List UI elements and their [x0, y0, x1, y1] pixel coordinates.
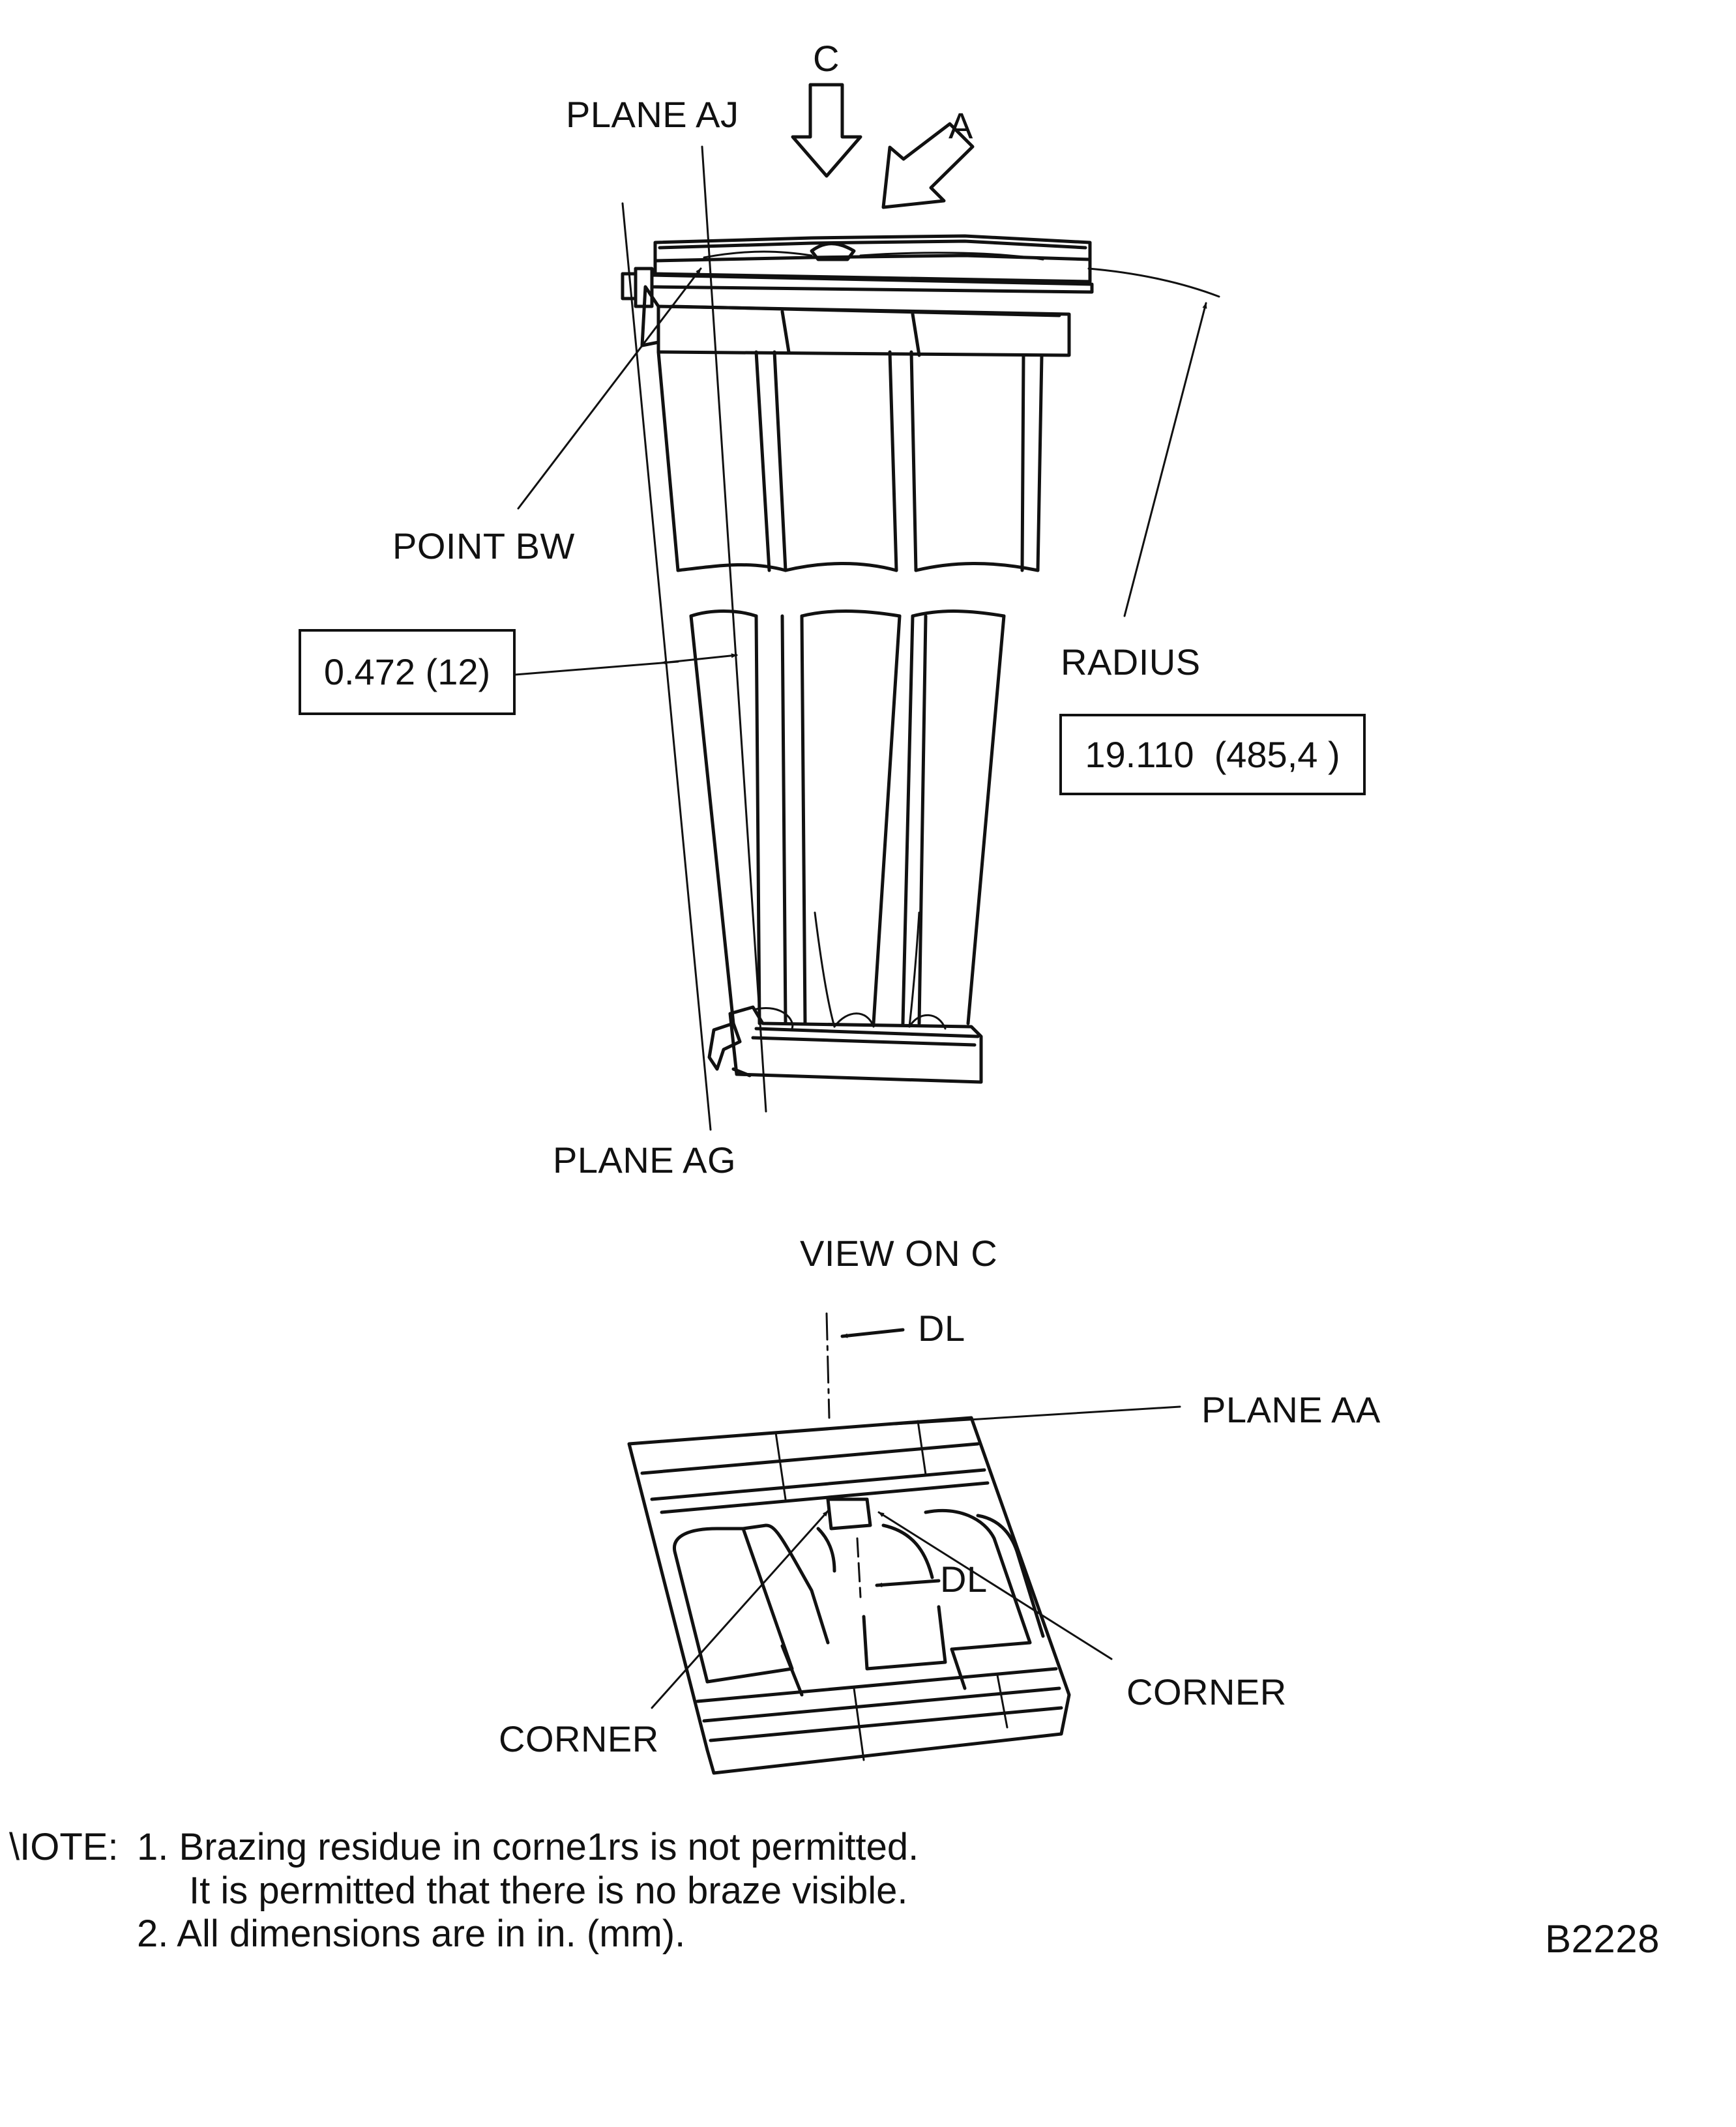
corner-right-label: CORNER [1126, 1671, 1287, 1712]
view-a-arrow [881, 122, 975, 209]
outer-platform [621, 234, 1094, 357]
radius-leader [1123, 302, 1207, 617]
plane-aj-label: PLANE AJ [566, 94, 739, 135]
corner-right-leader [877, 1511, 1113, 1660]
corner-left-label: CORNER [499, 1718, 659, 1759]
gap-dimension-box: 0.472 (12) [299, 629, 516, 715]
inner-platform [707, 1005, 983, 1084]
note-2: 2. All dimensions are in in. (mm). [137, 1913, 686, 1955]
view-a-label: A [949, 105, 973, 146]
plane-aj-line [701, 145, 767, 1113]
gap-dimension-leader [514, 660, 679, 676]
view-on-c-title: VIEW ON C [800, 1233, 998, 1274]
vane-segment-view [514, 83, 1220, 1131]
dl-mid-arrow [875, 1579, 941, 1587]
note-1-continued: It is permitted that there is no braze v… [189, 1870, 908, 1912]
platform-outline [627, 1416, 1071, 1775]
section-dl-line [825, 1312, 831, 1419]
view-c-arrow [791, 83, 862, 178]
plane-aa-label: PLANE AA [1201, 1389, 1381, 1430]
plane-ag-label: PLANE AG [553, 1139, 737, 1181]
point-bw-label: POINT BW [392, 525, 575, 566]
vane-airfoils-upper [656, 350, 1044, 572]
dl-top-label: DL [918, 1308, 965, 1349]
vane-airfoils-lower [689, 609, 1006, 1028]
radius-label: RADIUS [1061, 641, 1201, 682]
plane-ag-line [621, 202, 712, 1131]
note-prefix: \IOTE: [9, 1826, 119, 1868]
view-c-label: C [813, 38, 840, 79]
radius-arc [1087, 267, 1220, 298]
figure-id: B2228 [1545, 1917, 1660, 1961]
point-bw-leader [517, 267, 702, 510]
dl-top-arrow [840, 1328, 905, 1338]
dl-mid-label: DL [940, 1559, 988, 1600]
gap-dimension-arrow [660, 653, 738, 665]
corner-left-leader [651, 1510, 829, 1709]
radius-dimension-box: 19.110 (485,4 ) [1059, 714, 1366, 795]
view-on-c-detail [627, 1312, 1181, 1775]
note-1: 1. Brazing residue in corne1rs is not pe… [137, 1826, 919, 1868]
